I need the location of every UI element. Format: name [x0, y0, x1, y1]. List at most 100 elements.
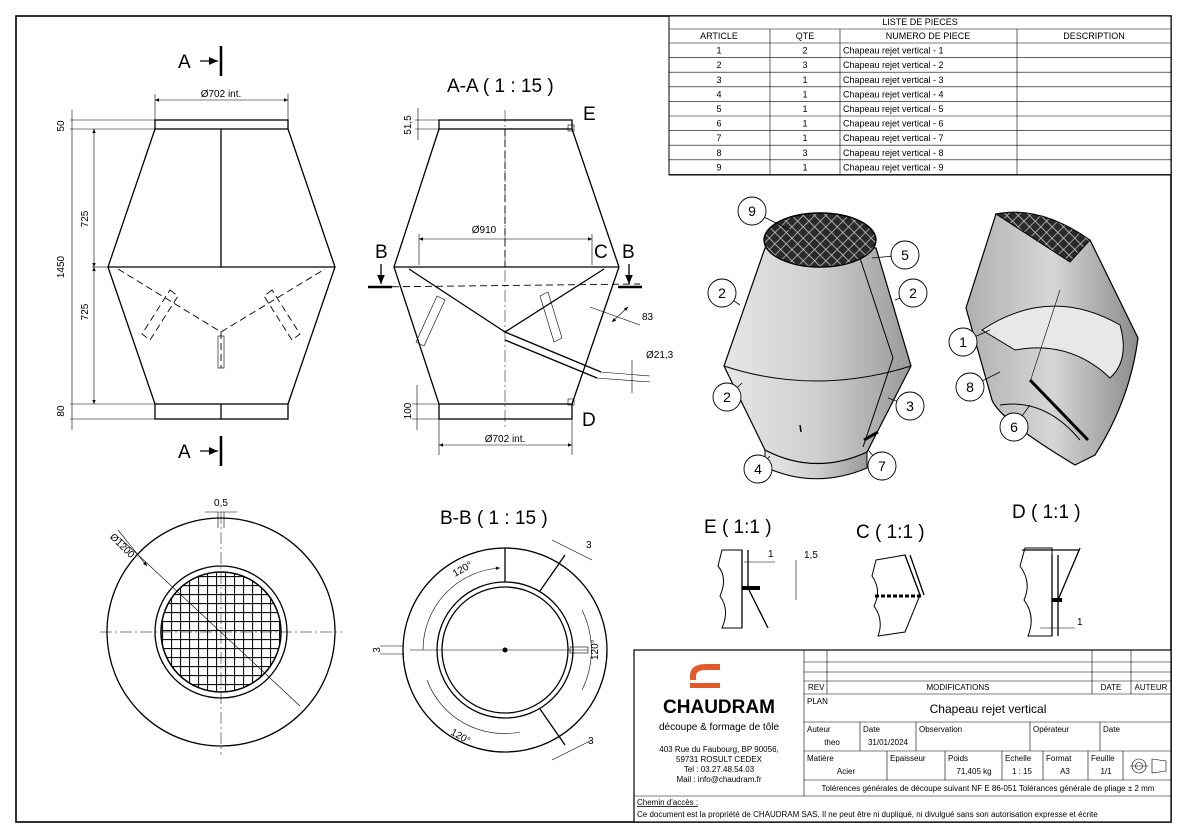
balloon-number: 8	[966, 379, 974, 395]
rev-label: REV	[808, 683, 825, 692]
format-value: A3	[1060, 767, 1070, 776]
parts-list-cell: 1	[802, 75, 807, 85]
address-line-3: Tel : 03.27.48.54.03	[684, 765, 755, 774]
parts-list-cell: Chapeau rejet vertical - 6	[843, 119, 944, 129]
dim-top-gap: 0,5	[214, 498, 228, 509]
brand-tagline: découpe & formage de tôle	[659, 722, 780, 733]
dim-aa-top-band: 51,5	[403, 115, 414, 135]
date2-field: Date	[1103, 725, 1120, 734]
parts-list-cell: Chapeau rejet vertical - 4	[843, 89, 944, 99]
format-field: Format	[1046, 754, 1072, 763]
matiere-value: Acier	[837, 767, 856, 776]
feuille-value: 1/1	[1100, 767, 1112, 776]
front-view: A A Ø702 int. 50 725 1	[56, 46, 336, 466]
title-block: REV MODIFICATIONS DATE AUTEUR PLAN Chape…	[633, 649, 1172, 823]
balloon	[999, 412, 1029, 442]
projection-symbol-icon	[1130, 758, 1167, 774]
section-marker-top: A	[178, 52, 191, 73]
balloon	[955, 372, 985, 402]
parts-list-cell: Chapeau rejet vertical - 2	[843, 60, 944, 70]
echelle-field: Echelle	[1005, 754, 1032, 763]
dim-aa-bottom-diameter: Ø702 int.	[485, 434, 526, 445]
dim-lower-height: 725	[80, 303, 91, 320]
dim-aa-pipe-offset: 83	[642, 312, 654, 323]
detail-e-title: E ( 1:1 )	[704, 517, 772, 538]
parts-list-cell: 4	[716, 89, 721, 99]
address-line-1: 403 Rue du Faubourg, BP 90056,	[659, 745, 779, 754]
detail-d: D ( 1:1 ) 1	[1012, 502, 1083, 637]
section-marker-b-left: B	[375, 242, 388, 263]
chemin-label: Chemin d'accès :	[637, 798, 698, 807]
parts-list-cell: 3	[716, 75, 721, 85]
parts-list-cell: 2	[802, 46, 807, 56]
balloon-number: 3	[906, 398, 914, 414]
dim-top-outer-diameter: Ø1200	[107, 532, 136, 561]
balloon-number: 5	[901, 247, 909, 263]
detail-label-e: E	[583, 104, 596, 125]
dim-aa-pipe-diameter: Ø21,3	[646, 350, 674, 361]
detail-e: E ( 1:1 ) 1 1,5	[704, 517, 818, 629]
date-value: 31/01/2024	[868, 738, 909, 747]
dim-bb-angle-top: 120°	[451, 560, 474, 580]
balloon	[895, 391, 925, 421]
parts-list-cell: Chapeau rejet vertical - 8	[843, 148, 944, 158]
dim-aa-mid-diameter: Ø910	[472, 225, 497, 236]
balloon-number: 9	[748, 203, 756, 219]
parts-list-cell: Chapeau rejet vertical - 1	[843, 46, 944, 56]
auteur-col-label: AUTEUR	[1135, 683, 1168, 692]
section-marker-b-right: B	[622, 242, 635, 263]
address-line-4: Mail : info@chaudram.fr	[676, 775, 761, 784]
parts-list-cell: 1	[802, 119, 807, 129]
parts-list-cell: Chapeau rejet vertical - 5	[843, 104, 944, 114]
isometric-assembled-view	[723, 212, 912, 480]
parts-list-cell: 6	[716, 119, 721, 129]
parts-list-header-article: ARTICLE	[700, 31, 738, 41]
parts-list-header-qte: QTE	[796, 31, 815, 41]
dim-bb-angle-right: 120°	[590, 639, 601, 660]
parts-list-cell: 8	[716, 148, 721, 158]
observation-field: Observation	[919, 725, 962, 734]
balloon	[898, 278, 928, 308]
dim-top-band: 50	[56, 120, 67, 132]
balloon	[707, 278, 737, 308]
parts-list-title: LISTE DE PIECES	[882, 17, 958, 27]
balloon	[712, 382, 742, 412]
detail-label-d: D	[582, 410, 596, 431]
parts-list-cell: 3	[802, 60, 807, 70]
isometric-section-view	[965, 211, 1139, 466]
balloon	[743, 454, 773, 484]
echelle-value: 1 : 15	[1012, 767, 1033, 776]
balloon	[867, 451, 897, 481]
section-marker-bottom: A	[178, 442, 191, 463]
epaisseur-field: Epaisseur	[890, 754, 926, 763]
dim-total-height: 1450	[56, 255, 67, 278]
auteur-field: Auteur	[807, 725, 831, 734]
detail-c-title: C ( 1:1 )	[856, 522, 925, 543]
plan-label: PLAN	[807, 697, 828, 706]
detail-c: C ( 1:1 )	[856, 522, 925, 637]
chaudram-logo: CHAUDRAM découpe & formage de tôle	[659, 664, 780, 733]
sheet-border	[15, 15, 1172, 823]
balloon	[948, 327, 978, 357]
balloon-number: 7	[878, 458, 886, 474]
parts-list-header-description: DESCRIPTION	[1063, 31, 1125, 41]
balloon-number: 4	[754, 461, 762, 477]
dim-bb-rib-bottom: 3	[588, 736, 594, 747]
parts-list-cell: 5	[716, 104, 721, 114]
date-field: Date	[863, 725, 880, 734]
top-view: Ø1200 0,5	[100, 498, 342, 755]
feuille-field: Feuille	[1091, 754, 1115, 763]
parts-list-cell: 1	[802, 89, 807, 99]
section-aa-title: A-A ( 1 : 15 )	[447, 76, 554, 97]
matiere-field: Matière	[807, 754, 834, 763]
dim-bb-rib-left: 3	[372, 647, 383, 653]
address-line-2: 59731 ROSULT CEDEX	[676, 755, 763, 764]
balloon-number: 2	[909, 285, 917, 301]
dim-top-diameter: Ø702 int.	[201, 89, 242, 100]
parts-list-cell: 1	[802, 162, 807, 172]
parts-list-cell: Chapeau rejet vertical - 7	[843, 133, 944, 143]
detail-e-dim-b: 1,5	[804, 550, 818, 561]
detail-d-dim-a: 1	[1077, 617, 1083, 628]
